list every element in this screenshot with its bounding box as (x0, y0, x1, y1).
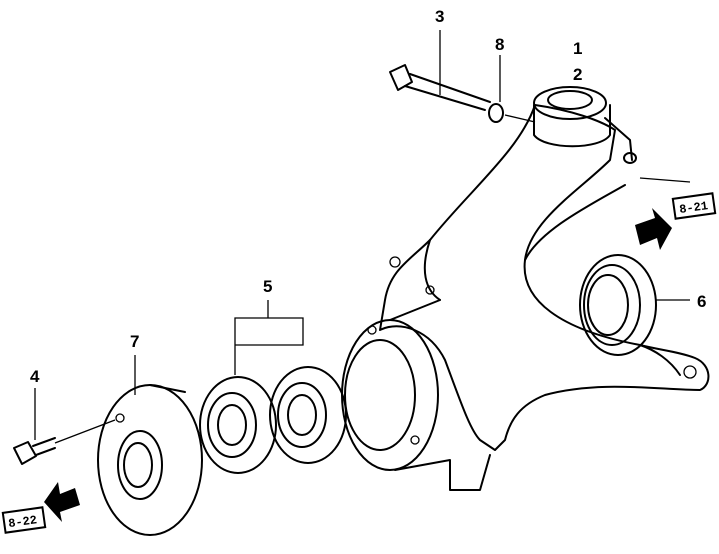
bolt-part-4 (13, 388, 116, 465)
arrow-right-icon (635, 208, 672, 250)
callout-5: 5 (263, 277, 272, 296)
reference-label-8-22: 8-22 (7, 513, 37, 531)
reference-8-22[interactable]: 8-22 (1, 482, 80, 534)
reference-8-21[interactable]: 8-21 (635, 192, 717, 250)
bearing-part-5 (199, 300, 347, 474)
callout-2: 2 (573, 65, 582, 84)
callout-4: 4 (30, 367, 40, 386)
callout-8: 8 (495, 35, 504, 54)
bolt-part-3 (389, 30, 491, 111)
callout-7: 7 (130, 332, 139, 351)
oil-seal-part-6 (579, 254, 690, 356)
arrow-left-icon (44, 482, 80, 522)
callout-6: 6 (697, 292, 706, 311)
reference-label-8-21: 8-21 (678, 199, 708, 217)
flange-part-7 (97, 355, 203, 536)
washer-part-8 (488, 55, 536, 123)
callout-1: 1 (573, 39, 582, 58)
callout-3: 3 (435, 7, 444, 26)
